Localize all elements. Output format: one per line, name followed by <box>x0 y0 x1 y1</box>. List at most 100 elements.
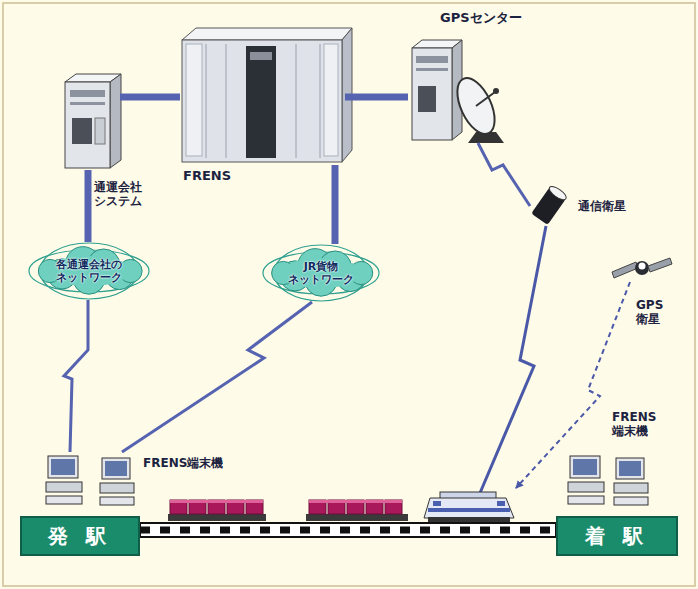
gps-satellite <box>612 258 672 278</box>
gps-satellite <box>639 263 646 270</box>
node-label: FRENS端末機 <box>143 456 223 470</box>
terminal-computer <box>568 496 604 504</box>
network-cloud: JR貨物 ネットワーク <box>262 244 380 302</box>
mainframe-computer <box>182 28 352 40</box>
terminal-computer <box>100 497 134 505</box>
freight-train <box>170 500 263 503</box>
terminal-computer <box>619 461 641 476</box>
cloud-ray <box>274 245 368 301</box>
network-label: 各通運会社の ネットワーク <box>53 258 125 284</box>
node-label: 通信衛星 <box>578 199 626 213</box>
terminal-computer <box>573 459 597 475</box>
node-label: GPSセンター <box>440 10 522 26</box>
gps-center-server <box>416 68 448 71</box>
terminal-node: FRENS 端末機 <box>566 452 654 508</box>
gps-center-server <box>418 86 436 112</box>
network-link <box>120 94 180 101</box>
network-link <box>345 94 408 101</box>
freight-train <box>168 492 514 522</box>
background-frame <box>3 3 695 586</box>
terminal-computer <box>46 482 82 492</box>
freight-train <box>168 514 266 521</box>
terminal-computer <box>570 456 600 478</box>
gps-satellite-node: GPS 衛星 <box>612 258 670 284</box>
satellite-link <box>480 226 546 493</box>
terminal-computer <box>105 461 127 476</box>
wireless-link <box>478 143 530 206</box>
server-computer <box>110 74 121 168</box>
satellite-dish <box>493 88 499 94</box>
server-computer <box>72 118 92 144</box>
gps-center-server <box>412 40 462 140</box>
freight-train <box>309 500 402 503</box>
terminal-computer <box>46 456 648 505</box>
network-label: JR貨物 ネットワーク <box>285 260 357 286</box>
station-box: 着 駅 <box>556 516 678 556</box>
gps-center-server <box>416 56 448 63</box>
terminal-computer <box>614 483 648 493</box>
mainframe-computer <box>182 40 342 162</box>
terminal-computer <box>48 456 78 478</box>
mainframe-computer <box>296 44 297 158</box>
node-label: FRENS 端末機 <box>612 410 660 439</box>
freight-train <box>428 517 510 522</box>
wireless-link <box>122 302 312 452</box>
node-label: 通運会社 システム <box>94 180 158 209</box>
mainframe-computer <box>226 44 227 158</box>
station-name: 発 駅 <box>48 524 113 548</box>
freight-train <box>433 501 441 506</box>
mainframe-computer <box>320 44 321 158</box>
cloud-body <box>281 258 361 288</box>
mainframe-computer <box>206 44 207 158</box>
server-computer <box>95 118 105 144</box>
communication-satellite <box>531 184 568 225</box>
wireless-link <box>64 300 88 452</box>
gps-center-server <box>412 48 452 140</box>
satellite-link <box>480 226 630 493</box>
freight-train <box>306 514 408 521</box>
server-computer <box>65 74 121 168</box>
gps-satellite <box>635 261 649 275</box>
gps-satellite <box>612 262 638 278</box>
terminal-computer <box>51 459 75 475</box>
server-node: 通運会社 システム <box>62 74 120 170</box>
railway-track <box>140 523 556 537</box>
mainframe-computer <box>324 44 338 156</box>
gps-center-node: GPSセンター <box>408 38 508 143</box>
communication-satellite <box>547 184 568 202</box>
mainframe-computer <box>250 52 272 60</box>
terminal-computer <box>614 497 648 505</box>
freight-train <box>428 508 510 512</box>
server-computer <box>70 90 105 97</box>
terminal-computer <box>100 483 134 493</box>
communication-satellite <box>531 184 568 225</box>
terminal-computer <box>568 482 604 492</box>
mainframe-computer <box>182 28 352 162</box>
node-label: GPS 衛星 <box>636 298 672 327</box>
server-computer <box>65 82 110 168</box>
freight-train <box>497 501 505 506</box>
station-name: 着 駅 <box>585 524 650 548</box>
station-box: 発 駅 <box>20 516 140 556</box>
freight-train <box>424 498 514 518</box>
terminal-computer <box>46 496 82 504</box>
network-link <box>85 170 92 242</box>
server-computer <box>70 102 105 105</box>
terminal-computer <box>616 458 644 479</box>
mainframe-computer <box>186 44 202 156</box>
satellite-node: 通信衛星 <box>530 185 566 227</box>
terminal-computer <box>102 458 130 479</box>
railway-track <box>140 527 556 534</box>
network-link <box>332 165 339 244</box>
terminal-node: FRENS端末機 <box>44 452 137 508</box>
cloud-ray <box>40 243 138 299</box>
railway-track <box>140 523 556 537</box>
gps-satellite <box>648 258 672 272</box>
network-cloud: 各通運会社の ネットワーク <box>28 242 150 300</box>
satellite-dish <box>450 72 504 143</box>
mainframe-node: FRENS <box>180 30 345 165</box>
